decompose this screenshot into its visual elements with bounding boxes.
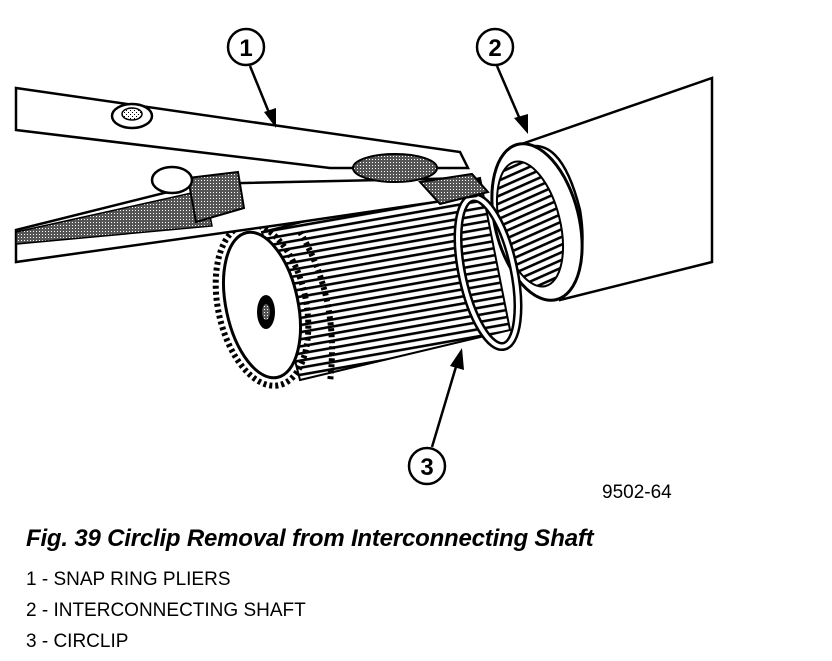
callout-1: 1 <box>226 27 276 128</box>
callout-3-label: 3 <box>420 454 433 481</box>
legend: 1 - SNAP RING PLIERS 2 - INTERCONNECTING… <box>26 568 306 661</box>
circlip-removal-illustration: 1 2 3 9502-64 <box>14 27 714 503</box>
callout-2-label: 2 <box>488 35 501 62</box>
callout-3: 3 <box>407 348 464 486</box>
snap-ring-pliers <box>14 86 490 264</box>
legend-item-2: 2 - INTERCONNECTING SHAFT <box>26 600 306 621</box>
interconnecting-shaft <box>490 76 714 302</box>
figure-caption: Fig. 39 Circlip Removal from Interconnec… <box>26 525 594 552</box>
callout-1-label: 1 <box>239 35 252 62</box>
figure-number: 9502-64 <box>602 482 672 503</box>
legend-item-1: 1 - SNAP RING PLIERS <box>26 569 231 590</box>
legend-item-3: 3 - CIRCLIP <box>26 631 129 652</box>
callout-2: 2 <box>475 27 528 134</box>
splined-shaft-end <box>212 176 512 389</box>
